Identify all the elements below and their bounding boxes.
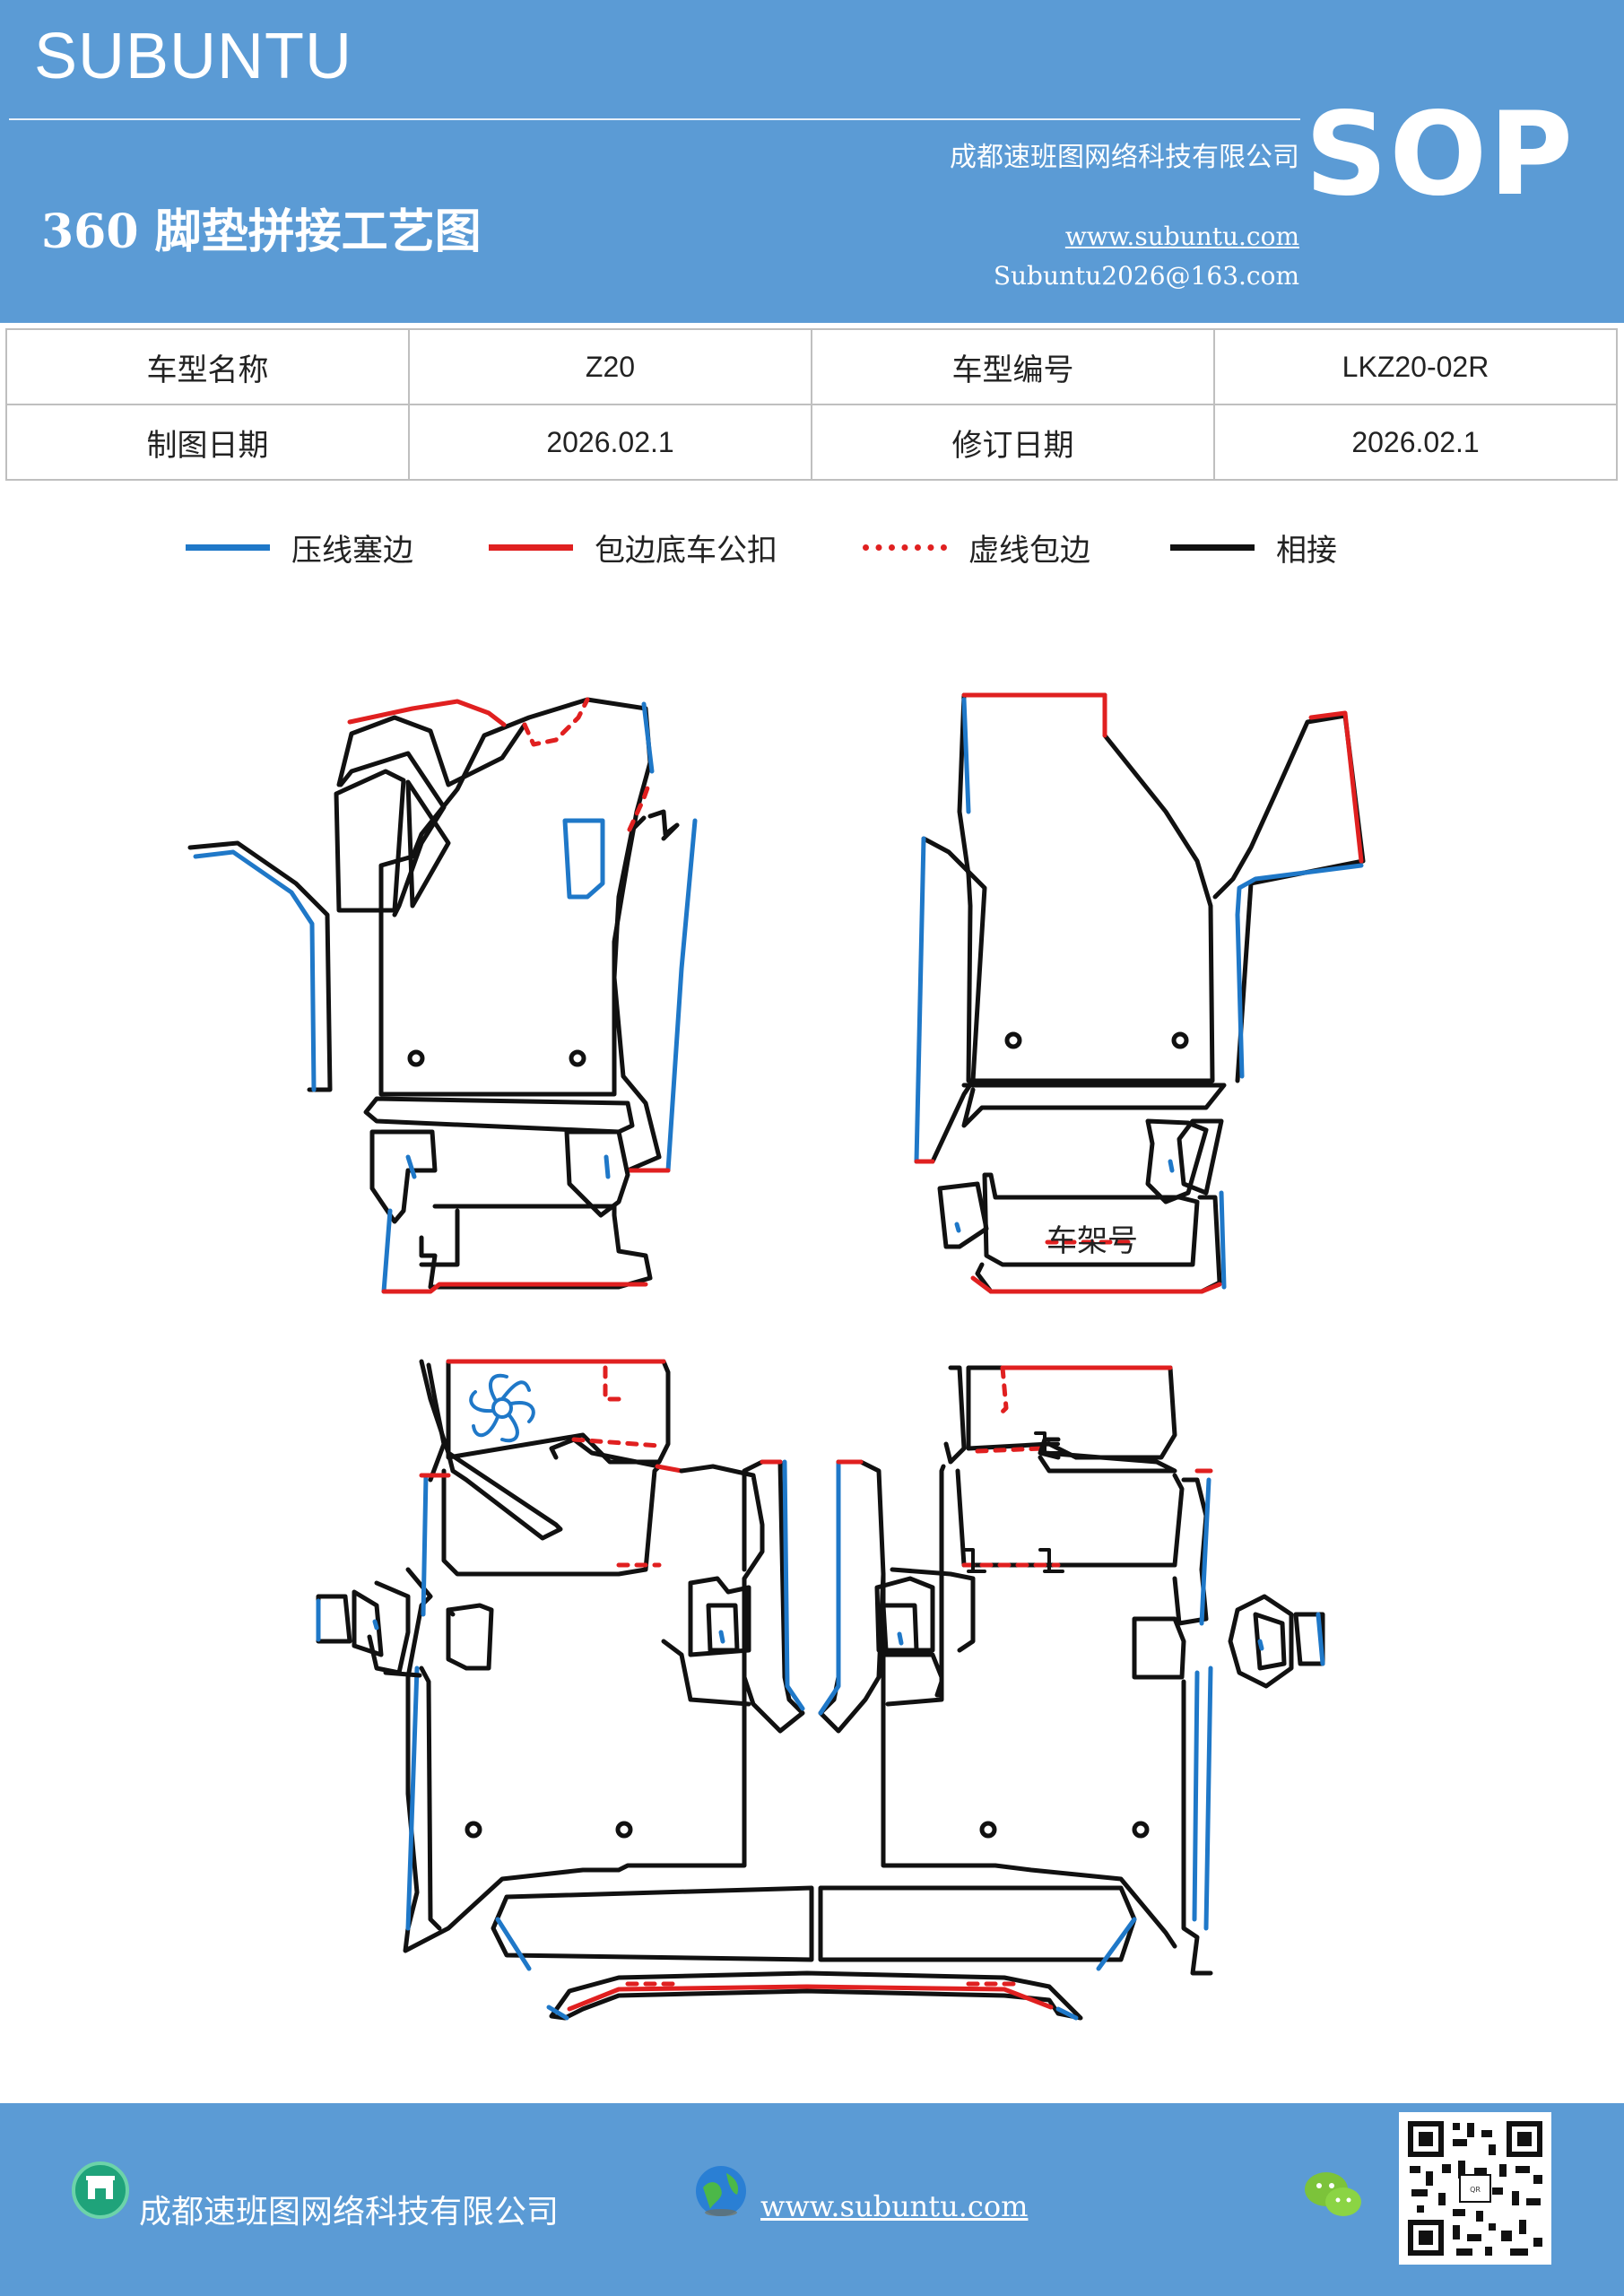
rear-left-inner [491, 1459, 814, 1971]
sop-mark: SOP [1305, 88, 1575, 222]
legend-label: 虚线包边 [968, 532, 1090, 569]
table-row: 车型名称 Z20 车型编号 LKZ20-02R [5, 328, 1618, 405]
page-header: SUBUNTU 成都速班图网络科技有限公司 360 脚垫拼接工艺图 www.su… [0, 0, 1624, 323]
rear-sill-strip [546, 1970, 1083, 2021]
joint-marks [962, 1431, 1064, 1573]
qr-code: QR [1399, 2112, 1551, 2265]
legend-label: 包边底车公扣 [595, 532, 777, 569]
svg-text:QR: QR [1470, 2186, 1481, 2194]
legend-swatch [863, 544, 947, 551]
rear-right-mat [881, 1365, 1325, 1976]
line-legend: 压线塞边 包边底车公扣 虚线包边 相接 [0, 520, 1624, 574]
footer-company-name: 成都速班图网络科技有限公司 [139, 2194, 560, 2231]
front-right-mat [914, 692, 1366, 1294]
header-divider [9, 118, 1300, 120]
legend-item-press-edge: 压线塞边 [186, 520, 413, 574]
company-name: 成都速班图网络科技有限公司 [950, 142, 1299, 173]
rear-left-mat [316, 1359, 765, 1953]
contact-email[interactable]: Subuntu2026@163.com [993, 261, 1299, 291]
floor-mat-diagram: 车架号 [187, 692, 1366, 2021]
revision-date-value: 2026.02.1 [1213, 404, 1618, 481]
rear-right-inner [818, 1459, 1137, 1971]
draw-date-value: 2026.02.1 [408, 404, 812, 481]
brand-logo-text: SUBUNTU [34, 21, 353, 92]
website-link[interactable]: www.subuntu.com [1064, 222, 1299, 251]
legend-item-dotted-binding: 虚线包边 [863, 520, 1090, 574]
revision-date-label: 修订日期 [811, 404, 1215, 481]
wechat-icon [1302, 2168, 1365, 2222]
model-code-value: LKZ20-02R [1213, 328, 1618, 405]
building-icon [72, 2161, 129, 2219]
globe-icon [692, 2162, 750, 2220]
table-row: 制图日期 2026.02.1 修订日期 2026.02.1 [5, 404, 1618, 481]
vehicle-info-table: 车型名称 Z20 车型编号 LKZ20-02R 制图日期 2026.02.1 修… [5, 328, 1618, 481]
front-left-mat [187, 697, 698, 1294]
legend-label: 压线塞边 [291, 532, 413, 569]
legend-label: 相接 [1276, 532, 1337, 569]
model-name-label: 车型名称 [5, 328, 410, 405]
draw-date-label: 制图日期 [5, 404, 410, 481]
model-code-label: 车型编号 [811, 328, 1215, 405]
legend-item-joined: 相接 [1170, 520, 1337, 574]
page-footer: 成都速班图网络科技有限公司 www.subuntu.com [0, 2103, 1624, 2296]
frame-number-label: 车架号 [1046, 1223, 1138, 1259]
legend-swatch [489, 544, 573, 551]
legend-item-binding: 包边底车公扣 [489, 520, 777, 574]
model-name-value: Z20 [408, 328, 812, 405]
legend-swatch [1170, 544, 1255, 551]
document-title: 360 脚垫拼接工艺图 [41, 204, 482, 259]
legend-swatch [186, 544, 270, 551]
footer-website-link[interactable]: www.subuntu.com [760, 2189, 1029, 2223]
fan-icon [469, 1373, 535, 1443]
